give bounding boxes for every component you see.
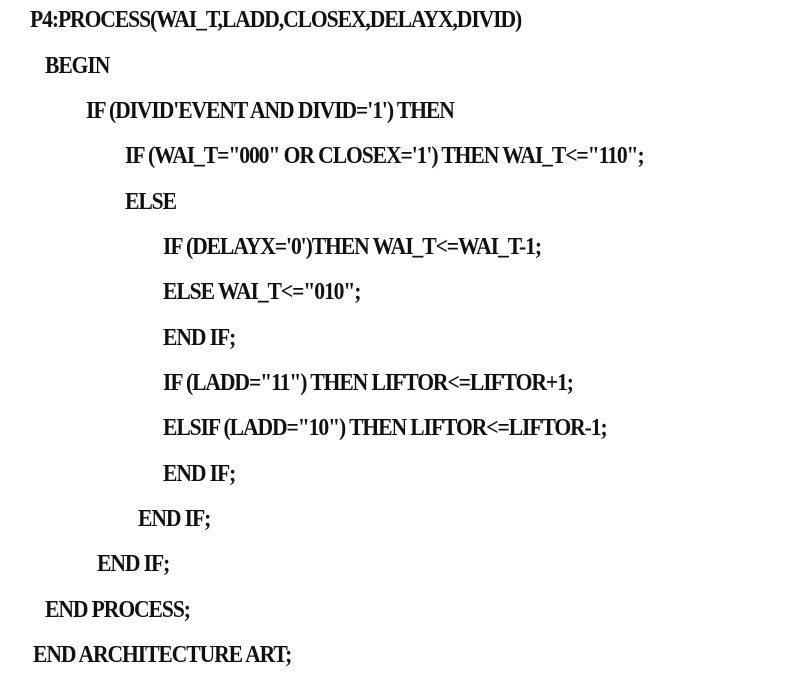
code-line: END IF; — [163, 461, 236, 487]
code-line: ELSE — [125, 189, 177, 215]
code-line: IF (WAI_T="000" OR CLOSEX='1') THEN WAI_… — [125, 143, 645, 169]
code-line: IF (DIVID'EVENT AND DIVID='1') THEN — [86, 98, 455, 124]
code-line: P4:PROCESS(WAI_T,LADD,CLOSEX,DELAYX,DIVI… — [30, 7, 522, 33]
code-line: ELSIF (LADD="10") THEN LIFTOR<=LIFTOR-1; — [163, 415, 608, 441]
code-line: END IF; — [97, 551, 170, 577]
code-line: END IF; — [138, 506, 211, 532]
code-line: END IF; — [163, 325, 236, 351]
code-line: END ARCHITECTURE ART; — [33, 642, 292, 668]
code-line: IF (LADD="11") THEN LIFTOR<=LIFTOR+1; — [163, 370, 574, 396]
code-line: END PROCESS; — [45, 597, 191, 623]
code-line: ELSE WAI_T<="010"; — [163, 279, 362, 305]
code-line: BEGIN — [45, 53, 110, 79]
code-line: IF (DELAYX='0')THEN WAI_T<=WAI_T-1; — [163, 234, 542, 260]
